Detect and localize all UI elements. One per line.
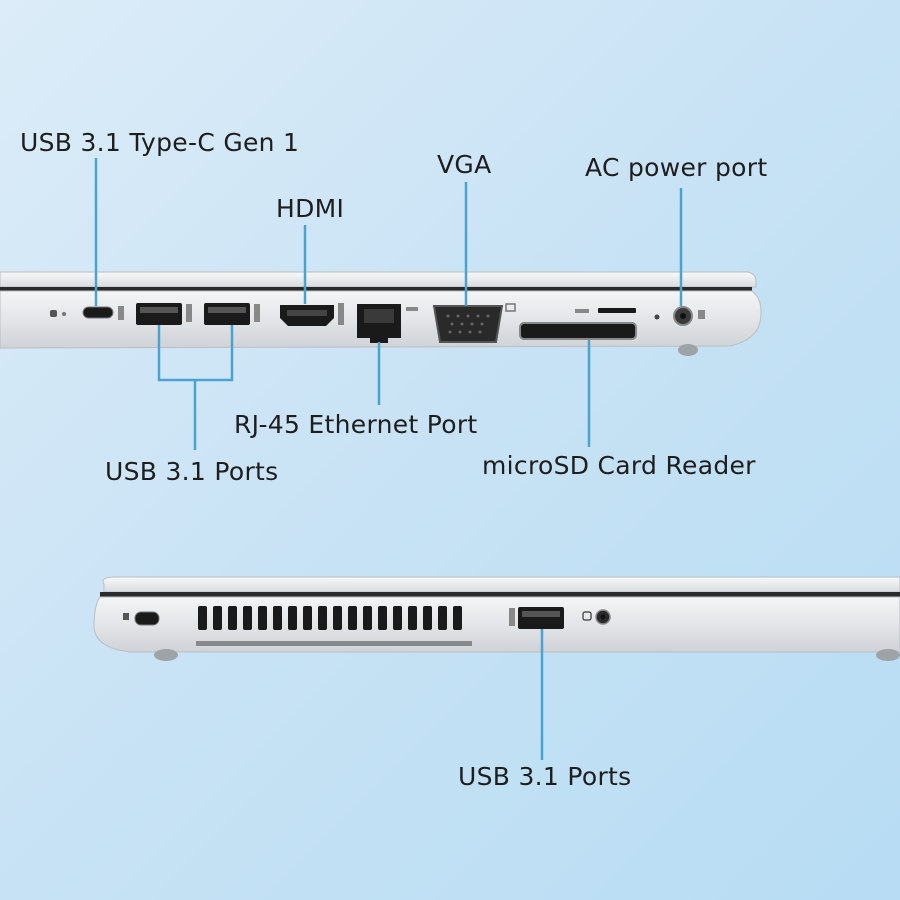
- cooling-vents: [198, 606, 462, 630]
- leader-lines: [94, 158, 683, 760]
- laptop-left-side: [0, 271, 762, 356]
- laptop-right-side: [93, 576, 900, 661]
- label-usb-c: USB 3.1 Type-C Gen 1: [20, 128, 300, 157]
- ethernet-icon: [406, 307, 418, 311]
- battery-status-icon: [50, 310, 66, 317]
- label-vga: VGA: [437, 150, 492, 179]
- usb-c-icon: [118, 306, 124, 320]
- laptop-foot: [678, 344, 698, 356]
- label-rj45: RJ-45 Ethernet Port: [234, 410, 478, 439]
- lock-icon: [123, 613, 129, 620]
- usb-a-port-1[interactable]: [136, 303, 182, 325]
- laptop-lid: [0, 271, 757, 288]
- hinge-line: [0, 287, 752, 291]
- headphone-icon: [582, 611, 592, 621]
- vga-icon: [505, 303, 516, 312]
- usb-a-port-3[interactable]: [518, 607, 564, 629]
- laptop-lid: [102, 576, 900, 593]
- usb-a-port-2[interactable]: [204, 303, 250, 325]
- label-hdmi: HDMI: [276, 194, 345, 223]
- power-led: [654, 314, 660, 320]
- power-icon: [698, 310, 705, 319]
- hinge-line: [100, 592, 900, 597]
- microsd-slot[interactable]: [519, 322, 637, 340]
- label-microsd: microSD Card Reader: [482, 451, 756, 480]
- label-usb-ports-bottom: USB 3.1 Ports: [458, 762, 632, 791]
- label-usb-ports-top: USB 3.1 Ports: [105, 457, 279, 486]
- laptop-foot: [876, 649, 900, 661]
- hdmi-icon: [338, 303, 344, 325]
- usb-c-port[interactable]: [82, 306, 114, 319]
- usb-a-icon: [186, 304, 192, 322]
- laptop-foot: [154, 649, 178, 661]
- usb-a-icon: [509, 608, 515, 626]
- vga-port[interactable]: [432, 305, 504, 343]
- usb-a-icon: [254, 304, 260, 322]
- sd-card-icon: [575, 308, 636, 313]
- security-lock-slot[interactable]: [134, 611, 160, 626]
- label-ac-power: AC power port: [585, 153, 768, 182]
